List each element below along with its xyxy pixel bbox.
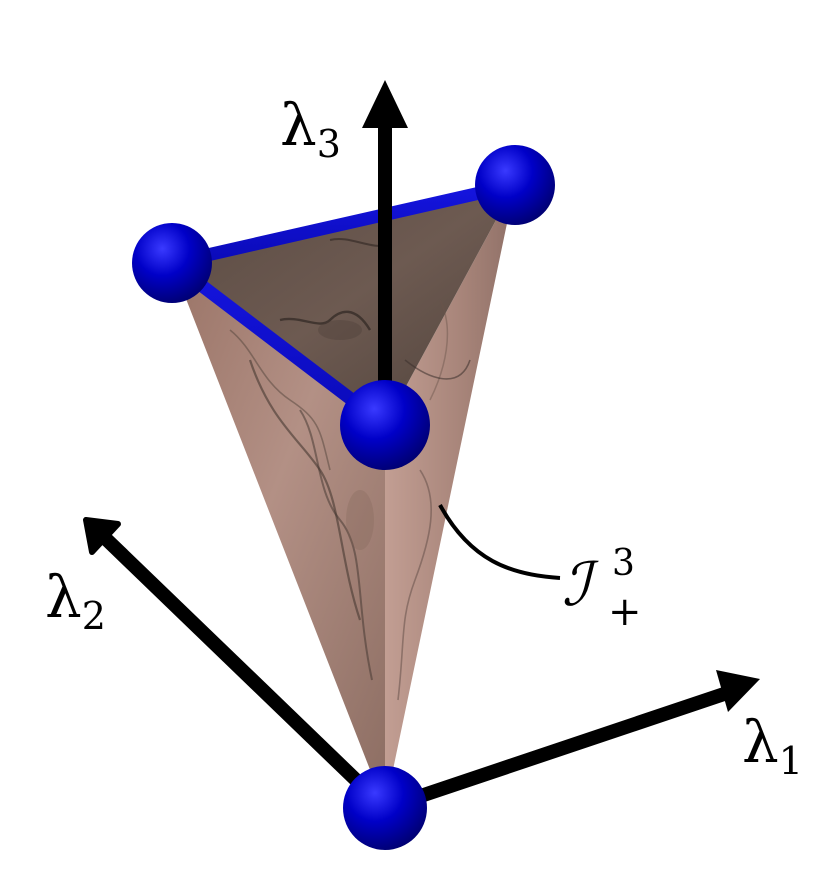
lambda3-arrowhead: [362, 80, 408, 128]
cone-left-face: [172, 263, 385, 808]
vertex-ball-top-right: [475, 145, 555, 225]
edge-top-back: [165, 178, 522, 270]
cone-surface: [172, 185, 515, 808]
region-label-subscript: +: [608, 589, 642, 635]
lambda2-label: λ2: [45, 563, 106, 638]
lambda2-arrowhead: [83, 517, 121, 555]
region-label-symbol: ℐ: [562, 550, 599, 620]
lambda1-label: λ1: [742, 708, 803, 783]
vertex-ball-middle: [340, 380, 430, 470]
lambda1-arrowhead: [716, 670, 760, 712]
lambda3-label: λ3: [280, 91, 341, 166]
lambda3-axis: [362, 80, 408, 425]
cone-right-face: [385, 185, 515, 808]
lambda2-axis: [83, 517, 392, 815]
vertex-ball-top-left: [132, 223, 212, 303]
vertex-ball-origin: [343, 766, 427, 850]
region-label-superscript: 3: [612, 543, 635, 584]
cone-vertices: [132, 145, 555, 850]
lambda1-axis: [378, 670, 760, 815]
region-pointer-line: [438, 504, 561, 580]
region-label: ℐ 3 +: [562, 543, 642, 635]
